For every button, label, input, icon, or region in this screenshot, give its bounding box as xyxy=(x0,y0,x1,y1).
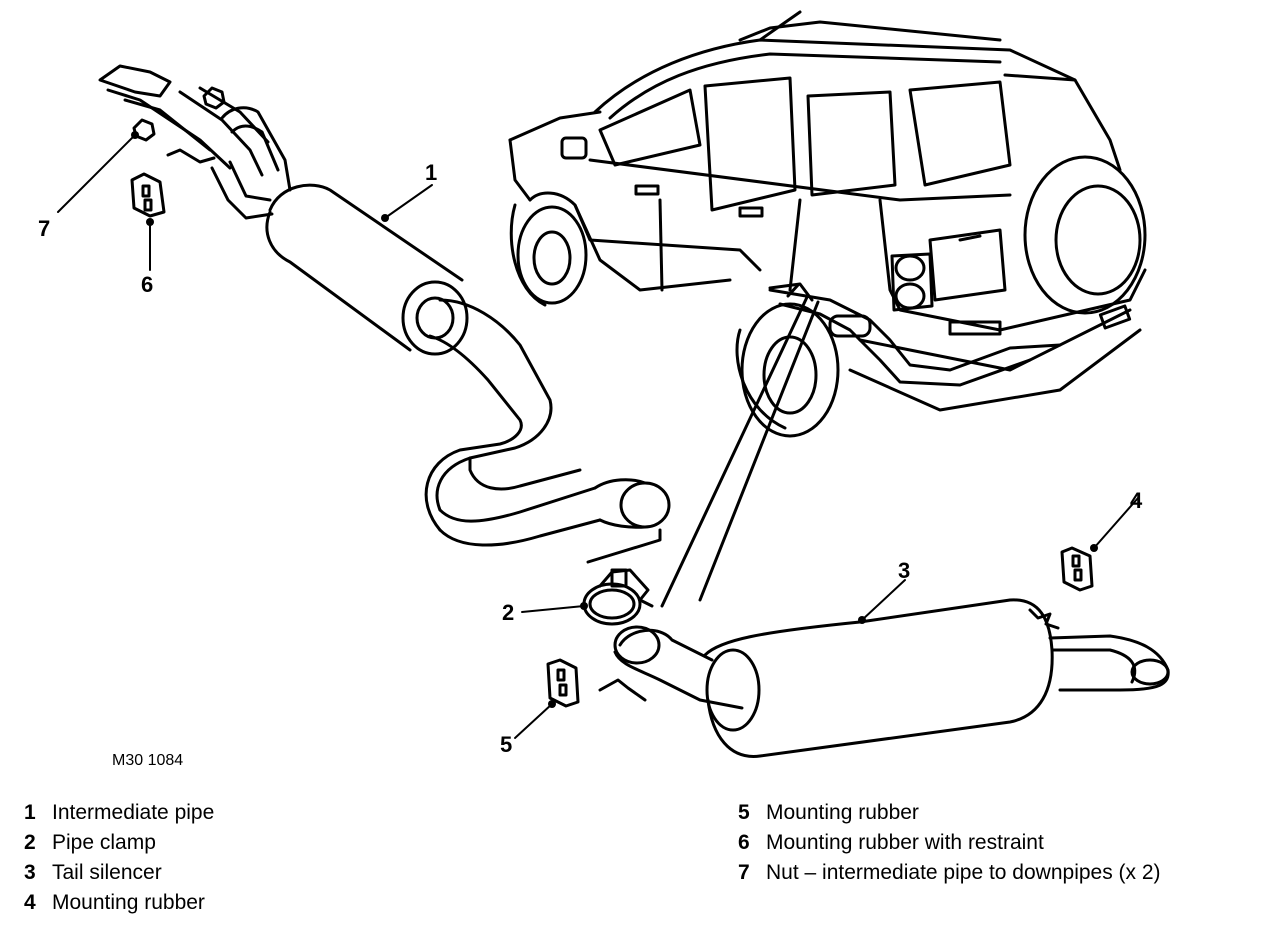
legend-number: 7 xyxy=(738,861,750,884)
pipe-clamp-drawing xyxy=(582,528,662,626)
legend-right: 5 Mounting rubber 6 Mounting rubber with r… xyxy=(738,798,1161,888)
callout-leaders xyxy=(57,134,1139,739)
callout-5: 5 xyxy=(500,732,513,757)
legend-text: Mounting rubber xyxy=(52,891,205,914)
legend-item: 4 Mounting rubber xyxy=(24,888,214,918)
callout-4: 4 xyxy=(1130,488,1143,513)
legend-number: 1 xyxy=(24,801,36,824)
legend-item: 2 Pipe clamp xyxy=(24,828,214,858)
callout-dots xyxy=(131,131,1098,708)
legend-item: 1 Intermediate pipe xyxy=(24,798,214,828)
intermediate-pipe-drawing xyxy=(98,64,671,547)
detail-leader-lines xyxy=(660,283,820,608)
legend-number: 2 xyxy=(24,831,36,854)
legend-text: Mounting rubber xyxy=(766,801,919,824)
callout-7: 7 xyxy=(38,216,51,241)
legend-number: 5 xyxy=(738,801,750,824)
legend-left: 1 Intermediate pipe 2 Pipe clamp 3 Tail sil… xyxy=(24,798,214,918)
callout-6: 6 xyxy=(141,272,154,297)
legend-number: 3 xyxy=(24,861,36,884)
mounting-rubber-6-drawing xyxy=(130,172,166,218)
legend-item: 6 Mounting rubber with restraint xyxy=(738,828,1161,858)
legend-text: Nut – intermediate pipe to downpipes (x … xyxy=(766,861,1161,884)
callout-3: 3 xyxy=(898,558,911,583)
vehicle-drawing xyxy=(508,10,1147,438)
tail-silencer-drawing xyxy=(598,598,1170,758)
callout-2: 2 xyxy=(502,600,515,625)
mounting-rubber-4-drawing xyxy=(1060,546,1094,592)
mounting-rubber-5-drawing xyxy=(546,658,580,708)
drawing-reference: M30 1084 xyxy=(112,752,184,769)
legend-item: 7 Nut – intermediate pipe to downpipes (x… xyxy=(738,858,1161,888)
legend-text: Mounting rubber with restraint xyxy=(766,831,1044,854)
legend-text: Pipe clamp xyxy=(52,831,156,854)
legend-text: Intermediate pipe xyxy=(52,801,215,824)
legend-item: 5 Mounting rubber xyxy=(738,798,1161,828)
legend-number: 4 xyxy=(24,891,36,914)
callout-1: 1 xyxy=(425,160,438,185)
legend-item: 3 Tail silencer xyxy=(24,858,214,888)
legend-number: 6 xyxy=(738,831,750,854)
legend-text: Tail silencer xyxy=(52,861,162,884)
